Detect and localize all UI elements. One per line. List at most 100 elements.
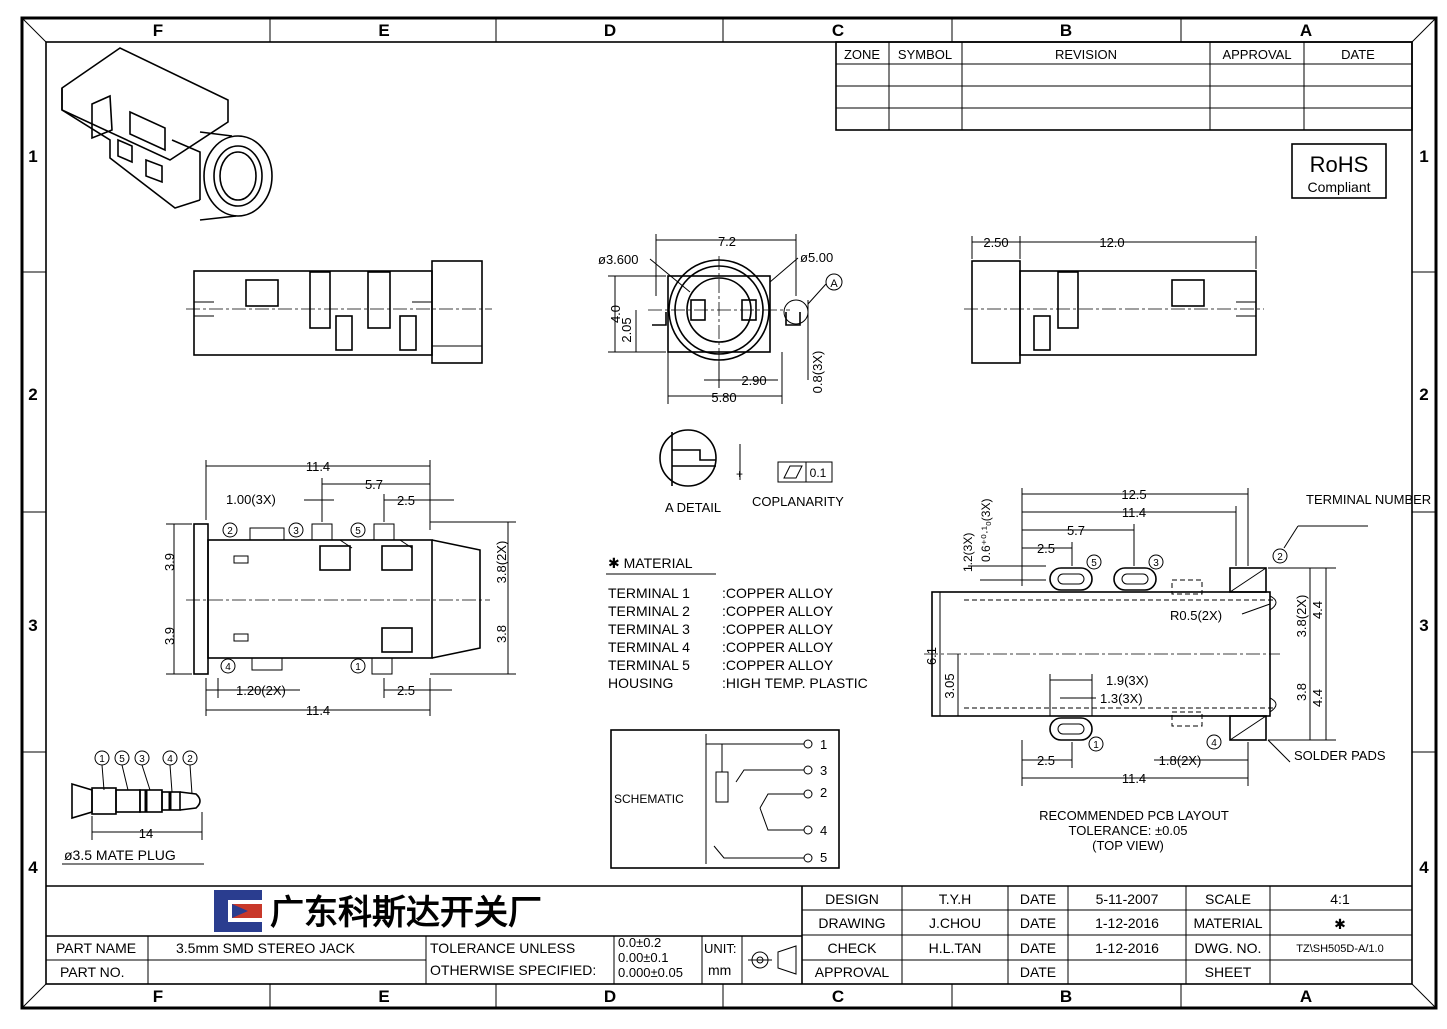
date-value-1: 5-11-2007 — [1096, 891, 1159, 907]
top-terminal-4: 4 — [225, 662, 231, 673]
date-label: DATE — [1020, 915, 1056, 931]
zone-labels: F E D C B A F E D C B A 1 2 3 4 1 2 3 4 — [28, 21, 1429, 1006]
tolerance-label: TOLERANCE UNLESS — [430, 940, 575, 956]
material-row-value: :COPPER ALLOY — [722, 639, 834, 655]
scale-label: SCALE — [1205, 891, 1251, 907]
zone-row-right: 2 — [1419, 385, 1428, 404]
schematic-pin-5: 5 — [820, 850, 827, 865]
material-list: ✱ MATERIAL TERMINAL 1 :COPPER ALLOY TERM… — [606, 555, 868, 691]
zone-col-bottom: F — [153, 987, 163, 1006]
zone-col-top: D — [604, 21, 616, 40]
zone-col-top: C — [832, 21, 844, 40]
design-label: DESIGN — [825, 891, 879, 907]
schematic-pin-1: 1 — [820, 737, 827, 752]
zone-col-bottom: B — [1060, 987, 1072, 1006]
front-dim-pin: 0.8(3X) — [810, 351, 825, 394]
date-label: DATE — [1020, 940, 1056, 956]
zone-col-top: A — [1300, 21, 1312, 40]
pcb-dim-25-top: 2.5 — [1037, 541, 1055, 556]
plug-label: ø3.5 MATE PLUG — [64, 847, 176, 863]
pcb-terminal-4: 4 — [1211, 738, 1217, 749]
zone-row-left: 3 — [28, 616, 37, 635]
material-row-value: :HIGH TEMP. PLASTIC — [722, 675, 868, 691]
plug-pin-4: 4 — [167, 754, 173, 765]
side-view-left — [186, 260, 492, 364]
drawing-value: J.CHOU — [929, 915, 981, 931]
top-view: 2 3 5 4 1 11.4 5.7 1.00(3X) 2.5 3.9 3.9 … — [162, 459, 516, 718]
dwg-label: DWG. NO. — [1195, 940, 1262, 956]
side-view-right: 2.50 12.0 — [964, 235, 1264, 364]
top-dim-pins-bottom: 1.20(2X) — [236, 683, 286, 698]
pcb-dim-305: 3.05 — [942, 673, 957, 698]
sheet-label: SHEET — [1205, 964, 1252, 980]
plug-pin-2: 2 — [187, 754, 193, 765]
rohs-badge: RoHS Compliant — [1291, 143, 1387, 199]
material-row-value: :COPPER ALLOY — [722, 657, 834, 673]
unit-value: mm — [708, 962, 731, 978]
pcb-terminal-2: 2 — [1277, 552, 1283, 563]
zone-row-right: 3 — [1419, 616, 1428, 635]
plug-pin-1: 1 — [99, 754, 105, 765]
side-dim-nose: 2.50 — [983, 235, 1008, 250]
rohs-text: RoHS — [1310, 152, 1369, 177]
front-view: 7.2 ø3.600 ø5.00 A 4.0 2.05 2.90 5.80 0.… — [598, 234, 843, 405]
projection-symbol-icon — [748, 945, 797, 975]
pcb-terminal-1: 1 — [1093, 740, 1099, 751]
material-row-name: HOUSING — [608, 675, 673, 691]
pcb-caption: TOLERANCE: ±0.05 — [1069, 823, 1188, 838]
zone-row-left: 1 — [28, 147, 37, 166]
material-row-value: :COPPER ALLOY — [722, 603, 834, 619]
pcb-solder-pads: SOLDER PADS — [1294, 748, 1386, 763]
tol-3: 0.000±0.05 — [618, 965, 683, 980]
plug-dim: 14 — [139, 826, 153, 841]
front-dim-bore: ø3.600 — [598, 252, 638, 267]
part-name-label: PART NAME — [56, 940, 136, 956]
material-label: MATERIAL — [1194, 915, 1263, 931]
pcb-caption: RECOMMENDED PCB LAYOUT — [1039, 808, 1229, 823]
schematic-label: SCHEMATIC — [614, 792, 684, 806]
top-terminal-1: 1 — [355, 662, 361, 673]
material-row-name: TERMINAL 1 — [608, 585, 690, 601]
top-dim-left-bottom: 3.9 — [162, 627, 177, 645]
zone-row-left: 4 — [28, 858, 38, 877]
zone-col-top: F — [153, 21, 163, 40]
design-value: T.Y.H — [939, 891, 971, 907]
part-name: 3.5mm SMD STEREO JACK — [176, 940, 356, 956]
top-dim-57: 5.7 — [365, 477, 383, 492]
zone-row-right: 4 — [1419, 858, 1429, 877]
rev-header-approval: APPROVAL — [1222, 47, 1291, 62]
front-dim-width: 7.2 — [718, 234, 736, 249]
part-no-label: PART NO. — [60, 964, 125, 980]
schematic-pin-2: 2 — [820, 785, 827, 800]
front-dim-center: 2.05 — [619, 317, 634, 342]
pcb-terminal-number: TERMINAL NUMBER — [1306, 492, 1431, 507]
mate-plug: 14 ø3.5 MATE PLUG 1 5 3 4 2 — [62, 750, 204, 865]
material-row-name: TERMINAL 2 — [608, 603, 690, 619]
pcb-dim-114-top: 11.4 — [1122, 505, 1146, 520]
material-row-name: TERMINAL 4 — [608, 639, 690, 655]
zone-col-bottom: A — [1300, 987, 1312, 1006]
side-dim-body: 12.0 — [1099, 235, 1124, 250]
pcb-dim-38-2x: 3.8(2X) — [1294, 595, 1309, 638]
pcb-dim-114-bottom: 11.4 — [1122, 771, 1146, 786]
tol-2: 0.00±0.1 — [618, 950, 669, 965]
date-value-3: 1-12-2016 — [1095, 940, 1159, 956]
pcb-dim-12: 1.2(3X) — [961, 533, 975, 572]
zone-row-right: 1 — [1419, 147, 1428, 166]
check-value: H.L.TAN — [929, 940, 982, 956]
pcb-dim-19: 1.9(3X) — [1106, 673, 1149, 688]
material-row-value: :COPPER ALLOY — [722, 585, 834, 601]
zone-col-bottom: C — [832, 987, 844, 1006]
top-terminal-2: 2 — [227, 526, 233, 537]
material-title: ✱ MATERIAL — [608, 555, 693, 571]
detail-label: A DETAIL — [665, 500, 721, 515]
date-label: DATE — [1020, 964, 1056, 980]
top-dim-114: 11.4 — [306, 459, 330, 474]
unit-label: UNIT: — [704, 941, 737, 956]
top-dim-pins: 1.00(3X) — [226, 492, 276, 507]
front-ref-a: A — [830, 278, 838, 290]
pcb-terminal-5: 5 — [1091, 558, 1097, 569]
rohs-compliant-text: Compliant — [1307, 179, 1370, 195]
company-logo-icon — [214, 890, 262, 932]
pcb-dim-44-top: 4.4 — [1310, 601, 1325, 619]
